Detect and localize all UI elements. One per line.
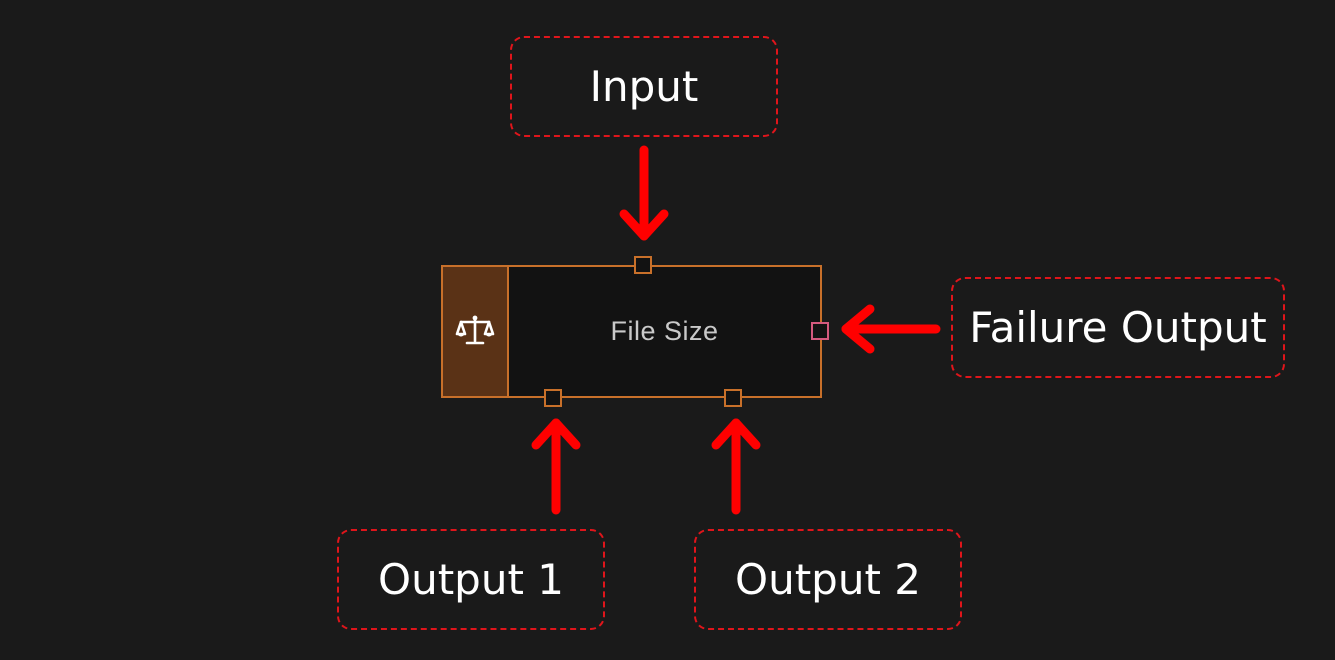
node-icon-panel (443, 267, 509, 396)
arrow-to-input-port (619, 145, 669, 241)
callout-input-label: Input (589, 62, 699, 111)
scale-balance-icon (455, 313, 495, 351)
callout-input: Input (510, 36, 778, 137)
input-port[interactable] (634, 256, 652, 274)
arrow-to-output1-port (531, 418, 581, 515)
callout-output-2-label: Output 2 (735, 555, 921, 604)
arrow-to-failure-port (841, 304, 941, 354)
failure-output-port[interactable] (811, 322, 829, 340)
callout-failure-output: Failure Output (951, 277, 1285, 378)
callout-output-2: Output 2 (694, 529, 962, 630)
file-size-node[interactable]: File Size (441, 265, 822, 398)
node-title: File Size (610, 316, 719, 346)
output-2-port[interactable] (724, 389, 742, 407)
callout-output-1: Output 1 (337, 529, 605, 630)
callout-output-1-label: Output 1 (378, 555, 564, 604)
arrow-to-output2-port (711, 418, 761, 515)
callout-failure-output-label: Failure Output (969, 303, 1267, 352)
output-1-port[interactable] (544, 389, 562, 407)
